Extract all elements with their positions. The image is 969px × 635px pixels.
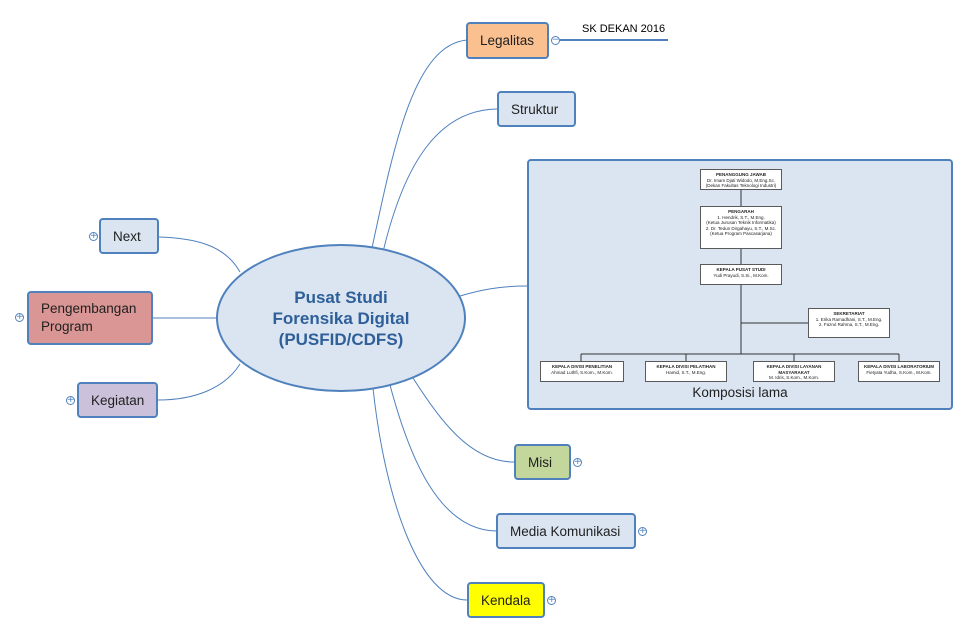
org-box-sub: Ahmad Luthfi, S.Kom., M.Kom. xyxy=(551,369,613,375)
expand-icon[interactable]: + xyxy=(547,595,556,605)
expand-icon[interactable]: + xyxy=(66,395,75,405)
expand-icon[interactable]: + xyxy=(89,231,98,241)
org-box-sekretariat: SEKRETARIAT 1. Erika Ramadhani, S.T., M.… xyxy=(808,308,890,338)
org-box-head: SEKRETARIAT xyxy=(833,311,865,316)
org-box-head: KEPALA DIVISI LABORATORIUM xyxy=(863,364,935,369)
org-box-head: KEPALA DIVISI PELATIHAN xyxy=(656,364,716,369)
link-media xyxy=(389,384,497,532)
org-box-divisi-layanan: KEPALA DIVISI LAYANAN MASYARAKAT M. Idri… xyxy=(753,361,835,382)
org-box-kepala-pusat-studi: KEPALA PUSAT STUDI Yudi Prayudi, S.Si., … xyxy=(700,264,782,285)
topic-next-label: Next xyxy=(113,228,141,244)
org-chart-caption: Komposisi lama xyxy=(692,385,788,400)
org-box-head: PENANGGUNG JAWAB xyxy=(715,172,766,177)
link-struktur xyxy=(382,108,498,253)
topic-kegiatan-label: Kegiatan xyxy=(91,392,145,408)
link-next xyxy=(157,236,241,273)
topic-media-label: Media Komunikasi xyxy=(510,523,621,539)
org-box-penanggung-jawab: PENANGGUNG JAWAB Dr. Imam Djati Widodo, … xyxy=(700,169,782,190)
org-box-head: KEPALA DIVISI LAYANAN MASYARAKAT xyxy=(766,364,822,375)
topic-legalitas[interactable]: Legalitas xyxy=(466,22,549,59)
org-box-sub: Yudi Prayudi, S.Si., M.Kom. xyxy=(713,272,769,278)
expand-icon[interactable]: + xyxy=(638,526,647,536)
expand-icon[interactable]: + xyxy=(573,457,582,467)
topic-pengembangan-program[interactable]: Pengembangan Program xyxy=(27,291,153,345)
org-box-sub: 1. Hendrik, S.T., M.Eng. (Ketua Jurusan … xyxy=(705,214,777,237)
collapse-icon[interactable]: − xyxy=(551,35,560,45)
central-topic-title: Pusat Studi Forensika Digital (PUSFID/CD… xyxy=(272,287,410,349)
expand-icon[interactable]: + xyxy=(15,312,24,322)
org-box-sub: 1. Erika Ramadhani, S.T., M.Eng. 2. Fazr… xyxy=(815,316,883,328)
topic-misi-label: Misi xyxy=(528,454,552,470)
legalitas-note: SK DEKAN 2016 xyxy=(582,23,666,35)
org-box-pengarah: PENGARAH 1. Hendrik, S.T., M.Eng. (Ketua… xyxy=(700,206,782,249)
topic-struktur[interactable]: Struktur xyxy=(497,91,576,127)
org-box-head: KEPALA PUSAT STUDI xyxy=(716,267,766,272)
link-legalitas xyxy=(371,39,468,249)
org-chart-panel[interactable]: PENANGGUNG JAWAB Dr. Imam Djati Widodo, … xyxy=(527,159,953,410)
org-box-head: PENGARAH xyxy=(728,209,754,214)
topic-legalitas-label: Legalitas xyxy=(480,33,535,48)
topic-media-komunikasi[interactable]: Media Komunikasi xyxy=(496,513,636,549)
org-box-sub: Dr. Imam Djati Widodo, M.Eng.Sc. (Dekan … xyxy=(705,177,777,189)
link-kendala xyxy=(372,387,468,601)
topic-struktur-label: Struktur xyxy=(511,101,559,117)
topic-kendala-label: Kendala xyxy=(481,592,531,608)
org-box-sub: Fietyata Yudha, S.Kom., M.Kom. xyxy=(866,369,932,375)
org-box-sub: M. Idris, S.Kom., M.Kom. xyxy=(768,375,819,380)
org-box-divisi-pelatihan: KEPALA DIVISI PELATIHAN Hamid, S.T., M.E… xyxy=(645,361,727,382)
link-kegiatan xyxy=(157,363,241,401)
central-topic[interactable]: Pusat Studi Forensika Digital (PUSFID/CD… xyxy=(216,244,466,392)
org-box-divisi-penelitian: KEPALA DIVISI PENELITIAN Ahmad Luthfi, S… xyxy=(540,361,624,382)
link-misi xyxy=(412,377,515,463)
org-box-sub: Hamid, S.T., M.Eng. xyxy=(665,369,706,375)
org-box-head: KEPALA DIVISI PENELITIAN xyxy=(551,364,613,369)
topic-kegiatan[interactable]: Kegiatan xyxy=(77,382,158,418)
org-box-divisi-laboratorium: KEPALA DIVISI LABORATORIUM Fietyata Yudh… xyxy=(858,361,940,382)
topic-next[interactable]: Next xyxy=(99,218,159,254)
topic-kendala[interactable]: Kendala xyxy=(467,582,545,618)
link-orgchart xyxy=(459,285,528,297)
topic-misi[interactable]: Misi xyxy=(514,444,571,480)
org-chart-lines xyxy=(580,189,900,361)
topic-pengembangan-label: Pengembangan Program xyxy=(41,301,137,334)
